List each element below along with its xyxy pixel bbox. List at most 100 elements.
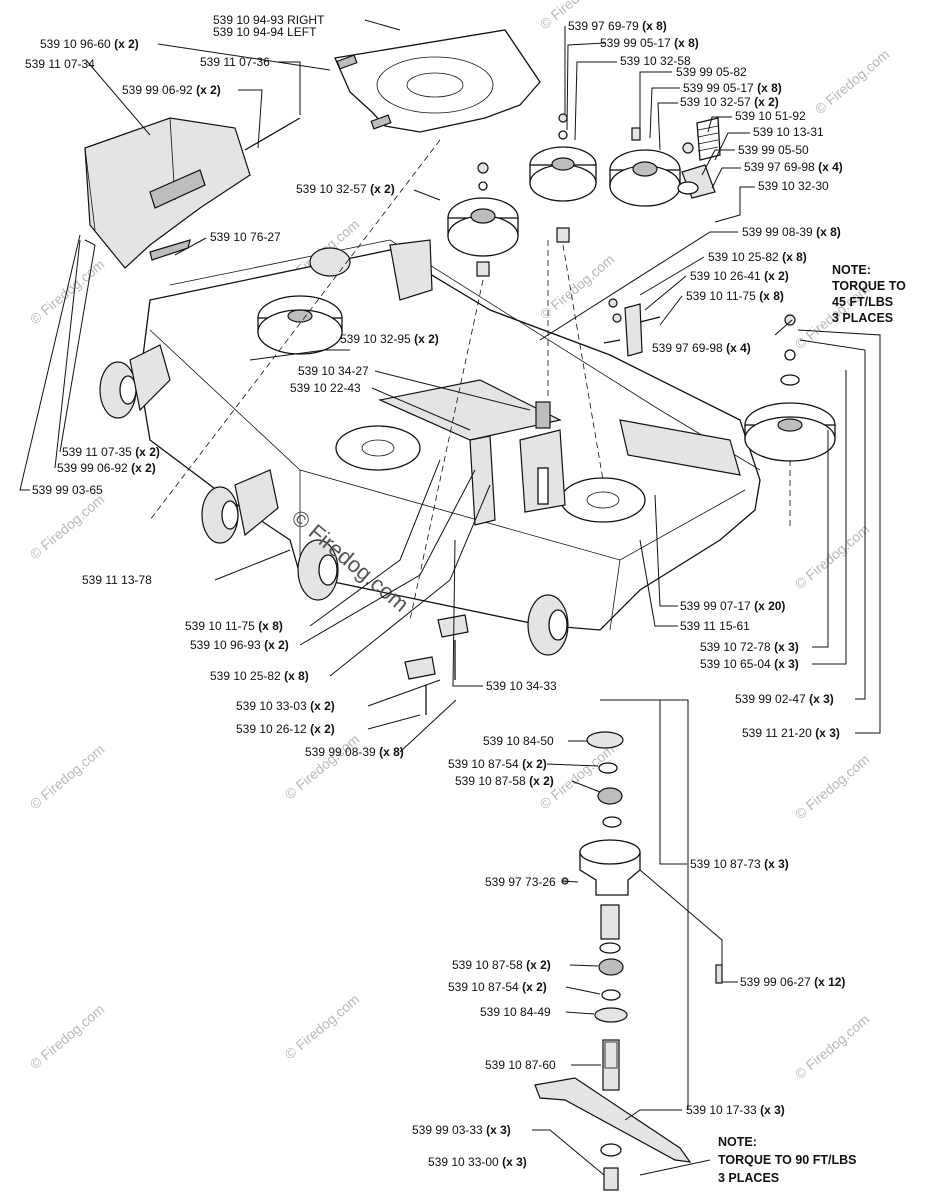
spacer xyxy=(535,401,551,429)
spindle-opening xyxy=(335,425,421,471)
part-labels: 539 10 94-93 RIGHT 539 10 94-94 LEFT 539… xyxy=(25,13,845,1169)
bearing-race xyxy=(599,942,621,954)
spindle-cap-washer xyxy=(586,731,624,749)
part-label: 539 99 02-47 (x 3) xyxy=(735,692,834,706)
part-label: 539 10 33-00 (x 3) xyxy=(428,1155,527,1169)
part-label: 539 10 96-60 (x 2) xyxy=(40,37,139,51)
part-label: 539 11 07-35 (x 2) xyxy=(62,445,160,459)
deck-skirt xyxy=(299,470,621,631)
part-label: 539 10 51-92 xyxy=(735,109,806,123)
idler-pulley xyxy=(447,162,519,277)
part-label: 539 10 72-78 (x 3) xyxy=(700,640,799,654)
svg-text:TORQUE TO 90 FT/LBS: TORQUE TO 90 FT/LBS xyxy=(718,1153,856,1167)
leader-lines xyxy=(19,19,881,1176)
part-label: 539 99 06-27 (x 12) xyxy=(740,975,845,989)
bearing-race xyxy=(602,816,622,828)
part-label: 539 10 26-12 (x 2) xyxy=(236,722,335,736)
part-label: 539 10 26-41 (x 2) xyxy=(690,269,789,283)
cover-plate-clip xyxy=(336,54,358,70)
part-label: 539 11 07-34 xyxy=(25,57,95,71)
bearing xyxy=(598,958,624,976)
part-label: 539 99 05-82 xyxy=(676,65,747,79)
watermark: © Firedog.com xyxy=(282,731,363,802)
part-label: 539 10 76-27 xyxy=(210,230,281,244)
part-label: 539 10 22-43 xyxy=(290,381,361,395)
part-label: 539 10 34-27 xyxy=(298,364,369,378)
part-label: 539 10 17-33 (x 3) xyxy=(686,1103,785,1117)
svg-text:45 FT/LBS: 45 FT/LBS xyxy=(832,295,893,309)
part-label: 539 99 06-92 (x 2) xyxy=(122,83,221,97)
chute-hinge-rod xyxy=(244,117,301,151)
right-bracket xyxy=(619,419,741,476)
svg-text:3 PLACES: 3 PLACES xyxy=(832,311,893,325)
spacer xyxy=(537,467,549,505)
torque-note-top: NOTE: TORQUE TO 45 FT/LBS 3 PLACES xyxy=(832,263,906,325)
caster-wheel xyxy=(297,539,339,601)
svg-text:NOTE:: NOTE: xyxy=(718,1135,757,1149)
spindle-housing-top xyxy=(579,839,641,865)
part-label: 539 97 69-98 (x 4) xyxy=(652,341,751,355)
part-label: 539 10 94-93 RIGHT xyxy=(213,13,325,27)
chute-pivot xyxy=(149,169,206,209)
caster-wheel xyxy=(309,247,351,277)
part-label: 539 97 73-26 xyxy=(485,875,556,889)
part-label: 539 10 32-58 xyxy=(620,54,691,68)
spindle-bolt xyxy=(715,964,723,984)
washer-plate xyxy=(437,614,469,638)
part-label: 539 10 32-57 (x 2) xyxy=(296,182,395,196)
part-label: 539 99 05-17 (x 8) xyxy=(683,81,782,95)
blade-bolt xyxy=(603,1167,619,1191)
part-label: 539 10 96-93 (x 2) xyxy=(190,638,289,652)
deck-bracket xyxy=(469,435,496,526)
part-label: 539 10 87-73 (x 3) xyxy=(690,857,789,871)
part-label: 539 99 07-17 (x 20) xyxy=(680,599,785,613)
parts-drawing: © Firedog.com xyxy=(84,29,836,1191)
idler-pulley xyxy=(529,113,597,243)
idler-arm xyxy=(677,117,721,199)
part-label: 539 10 11-75 (x 8) xyxy=(686,289,784,303)
watermark: © Firedog.com xyxy=(27,1001,108,1072)
watermark: © Firedog.com xyxy=(27,741,108,812)
caster-wheel xyxy=(527,594,569,656)
part-label: 539 99 03-65 xyxy=(32,483,103,497)
spindle-spacer xyxy=(600,904,620,940)
part-label: 539 10 33-03 (x 2) xyxy=(236,699,335,713)
bearing-seal xyxy=(601,989,621,1001)
part-label: 539 10 11-75 (x 8) xyxy=(185,619,283,633)
idler-mount-hardware xyxy=(603,298,661,357)
caster-wheel xyxy=(99,344,171,419)
part-label: 539 97 69-98 (x 4) xyxy=(744,160,843,174)
spindle-shaft-spline xyxy=(604,1041,618,1069)
part-label: 539 97 69-79 (x 8) xyxy=(568,19,667,33)
spindle-washer xyxy=(594,1007,628,1023)
bearing-seal xyxy=(598,762,618,774)
deck-inner-edge xyxy=(149,329,746,561)
washer-plate xyxy=(404,656,436,680)
part-label: 539 10 32-95 (x 2) xyxy=(340,332,439,346)
part-label: 539 10 94-94 LEFT xyxy=(213,25,317,39)
caster-wheel xyxy=(201,469,279,544)
watermark: © Firedog.com xyxy=(792,751,873,822)
part-label: 539 11 15-61 xyxy=(680,619,750,633)
spindle-opening xyxy=(560,477,646,523)
part-label: 539 10 87-54 (x 2) xyxy=(448,757,547,771)
spindle-assembly xyxy=(534,731,723,1191)
deck-cover-plate xyxy=(378,379,562,441)
part-label: 539 10 32-30 xyxy=(758,179,829,193)
spindle-opening-hole xyxy=(361,439,395,457)
watermark: © Firedog.com xyxy=(282,991,363,1062)
deck-pulley xyxy=(257,295,343,355)
mower-blade xyxy=(534,1077,692,1163)
part-label: 539 10 84-50 xyxy=(483,734,554,748)
watermark: © Firedog.com xyxy=(812,46,893,117)
svg-text:NOTE:: NOTE: xyxy=(832,263,871,277)
part-label: 539 11 07-36 xyxy=(200,55,270,69)
spindle-pulley xyxy=(744,314,836,462)
part-label: 539 99 03-33 (x 3) xyxy=(412,1123,511,1137)
svg-text:TORQUE TO: TORQUE TO xyxy=(832,279,906,293)
svg-text:3 PLACES: 3 PLACES xyxy=(718,1171,779,1185)
part-label: 539 99 06-92 (x 2) xyxy=(57,461,156,475)
part-label: 539 10 34-33 xyxy=(486,679,557,693)
cover-plate-boss xyxy=(376,56,494,114)
watermark: © Firedog.com xyxy=(792,521,873,592)
